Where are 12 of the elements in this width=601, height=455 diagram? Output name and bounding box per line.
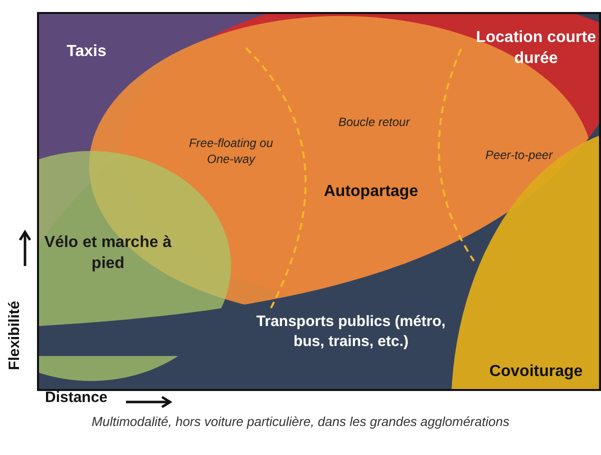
region-label: Peer-to-peer <box>469 148 569 164</box>
region-label: Covoiturage <box>488 362 584 382</box>
axis-label: Flexibilité <box>6 300 24 370</box>
axis-label: Distance <box>45 389 108 406</box>
region-label: Location courte durée <box>474 28 597 69</box>
region-label: Transports publics (métro, bus, trains, etc.) <box>255 312 447 351</box>
region-label: Boucle retour <box>314 115 434 131</box>
region-label: Taxis <box>66 42 108 62</box>
caption: Multimodalité, hors voiture particulière, dans les grandes agglomérations <box>90 414 510 429</box>
region-label: Free-floating ou One-way <box>186 136 276 168</box>
region-label: Vélo et marche à pied <box>43 233 173 274</box>
region-label: Autopartage <box>322 182 420 202</box>
